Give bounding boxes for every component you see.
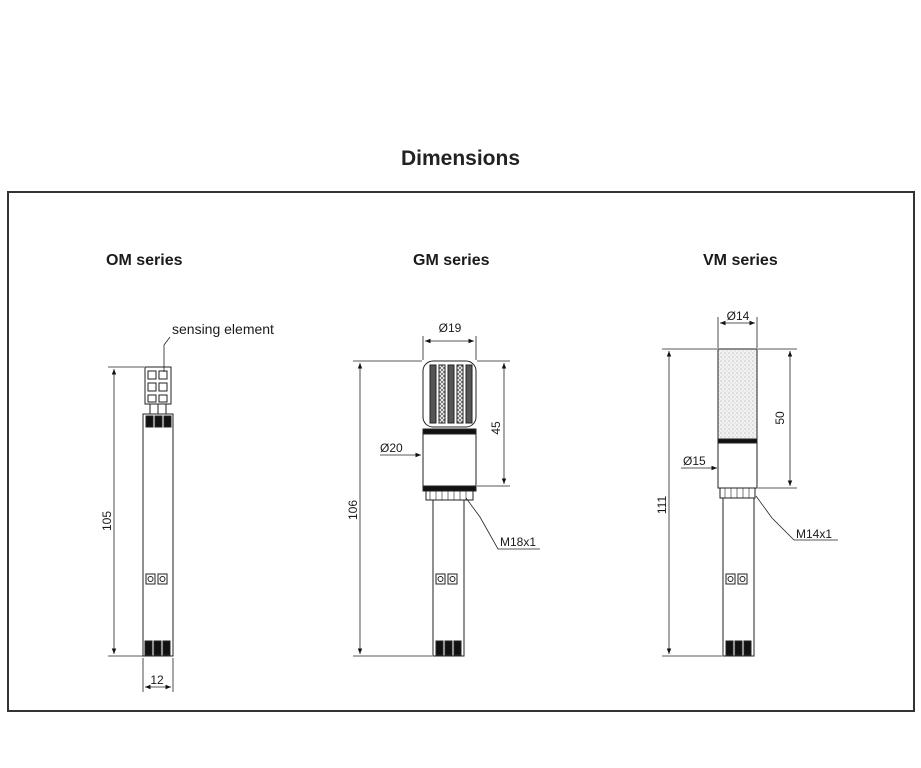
om-contact-pad	[144, 640, 153, 656]
om-leader-line	[163, 336, 171, 372]
gm-filter-slot	[456, 364, 464, 424]
om-sensor-cell	[158, 382, 168, 392]
vm-head-diameter-label: Ø14	[727, 309, 750, 323]
vm-thread-label: M14x1	[796, 527, 832, 541]
gm-filter-slot	[438, 364, 446, 424]
om-sensor-cell	[158, 370, 168, 380]
gm-length-label: 106	[346, 500, 360, 520]
om-sensor-cell	[147, 370, 157, 380]
om-contact-pad	[162, 640, 171, 656]
sensing-element-label: sensing element	[172, 321, 274, 337]
gm-dimensions	[353, 336, 540, 657]
om-width-label: 12	[150, 673, 164, 687]
vm-dimensions	[662, 317, 838, 657]
gm-contact-pad	[435, 640, 444, 656]
gm-seal-ring	[422, 485, 477, 492]
gm-series-title: GM series	[413, 252, 490, 269]
vm-contact-pad	[725, 640, 734, 656]
gm-filter-slot	[447, 364, 455, 424]
om-sensor-cell	[147, 382, 157, 392]
gm-thread-label: M18x1	[500, 535, 536, 549]
drawing-frame	[7, 191, 915, 712]
vm-seal-ring	[717, 438, 758, 444]
vm-length-label: 111	[655, 496, 669, 515]
gm-contact-pad	[453, 640, 462, 656]
vm-probe	[717, 348, 758, 657]
gm-body	[422, 433, 477, 487]
om-length-label: 105	[100, 511, 114, 531]
om-dimensions	[108, 336, 174, 692]
gm-filter-slot	[429, 364, 437, 424]
om-sensor-cell	[158, 394, 168, 403]
vm-head-length-label: 50	[773, 411, 787, 425]
gm-thread-leader	[465, 497, 540, 550]
gm-seal-ring	[422, 428, 477, 435]
om-contact-pad	[154, 415, 163, 428]
vm-contact-pad	[734, 640, 743, 656]
gm-probe	[422, 360, 477, 657]
om-probe	[142, 366, 174, 657]
gm-body-diameter-label: Ø20	[380, 441, 403, 455]
gm-mount-hole	[447, 573, 458, 585]
gm-head-diameter-label: Ø19	[439, 321, 462, 335]
gm-filter-slot	[465, 364, 473, 424]
gm-head-length-label: 45	[489, 421, 503, 435]
om-series-title: OM series	[106, 252, 183, 269]
gm-contact-pad	[444, 640, 453, 656]
vm-body	[717, 442, 758, 489]
om-mount-hole	[145, 573, 156, 585]
vm-mount-hole	[725, 573, 736, 585]
om-mount-hole	[157, 573, 168, 585]
om-contact-pad	[145, 415, 154, 428]
vm-series-title: VM series	[703, 252, 778, 269]
page-title: Dimensions	[400, 147, 521, 170]
om-stick	[142, 413, 174, 657]
vm-sintered-filter	[717, 348, 758, 440]
om-sensor-cell	[147, 394, 157, 403]
vm-body-diameter-label: Ø15	[683, 454, 706, 468]
om-contact-pad	[163, 415, 172, 428]
om-contact-pad	[153, 640, 162, 656]
vm-thread-leader	[755, 495, 838, 541]
vm-mount-hole	[737, 573, 748, 585]
gm-mount-hole	[435, 573, 446, 585]
vm-contact-pad	[743, 640, 752, 656]
